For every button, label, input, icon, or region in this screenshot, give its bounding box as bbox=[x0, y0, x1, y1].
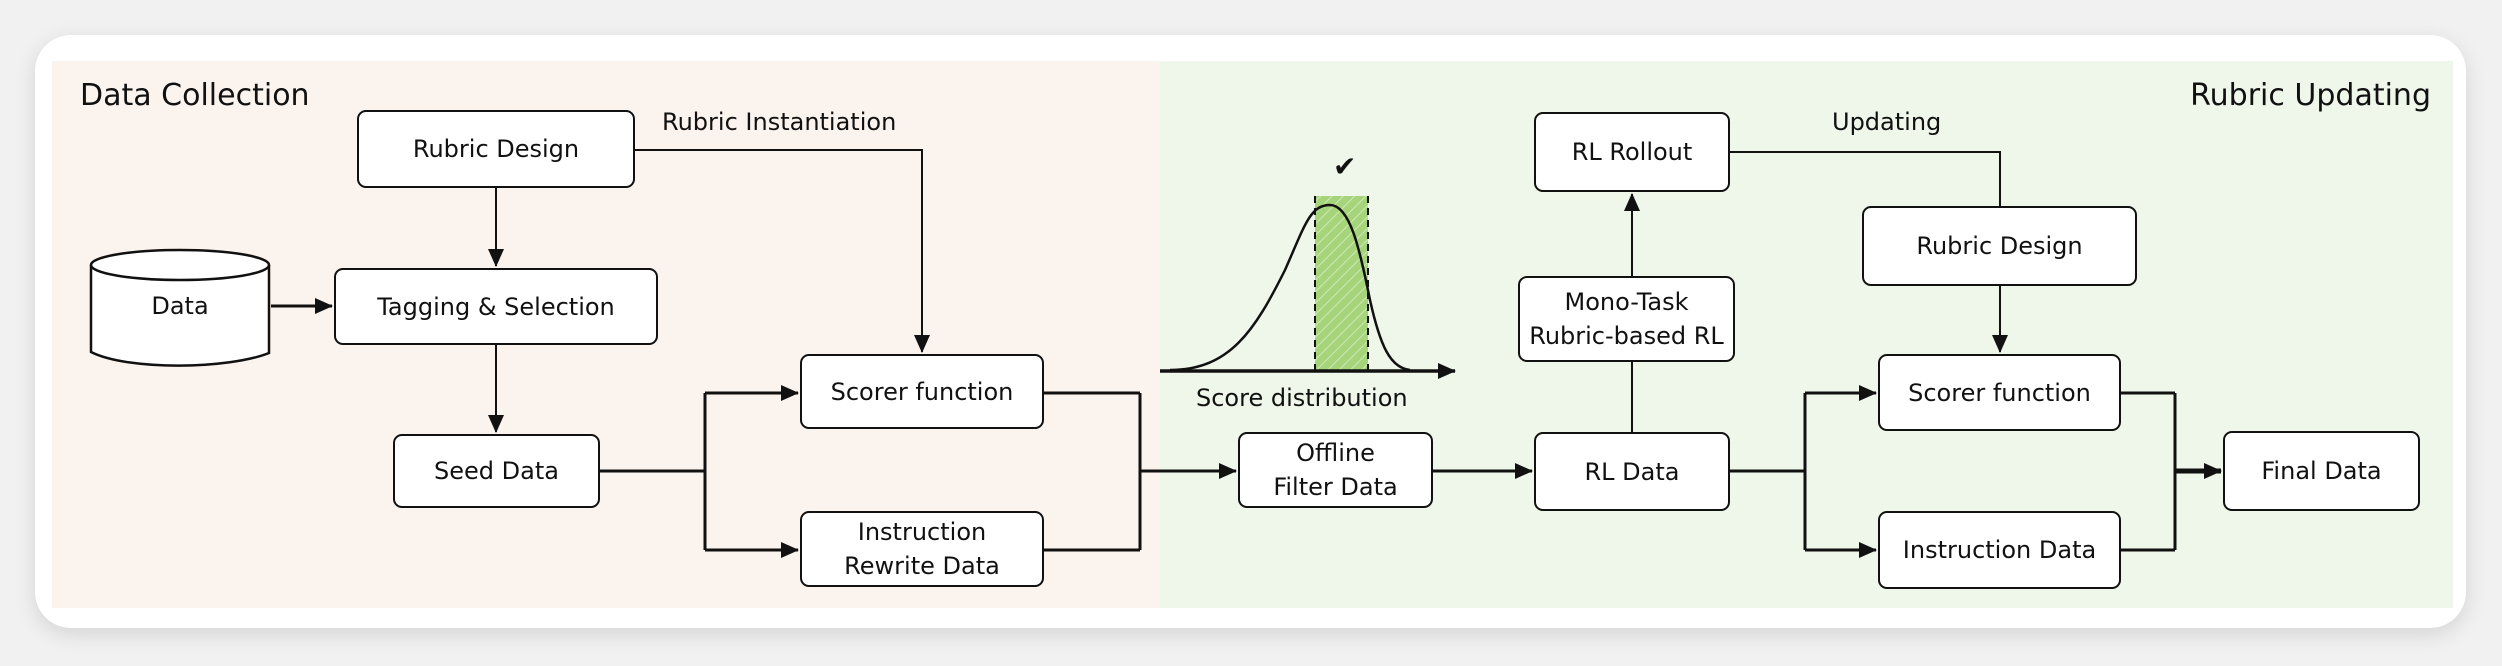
tagging-selection-box: Tagging & Selection bbox=[334, 268, 658, 345]
mono-task-rl-box: Mono-Task Rubric-based RL bbox=[1518, 276, 1735, 362]
edge-merge-2 bbox=[2121, 391, 2177, 552]
edge-seed-branch bbox=[600, 393, 707, 550]
distribution-curve bbox=[1169, 203, 1411, 372]
database-icon bbox=[89, 248, 271, 367]
scorer-function-update-box: Scorer function bbox=[1878, 354, 2121, 431]
instruction-data-box: Instruction Data bbox=[1878, 511, 2121, 589]
score-distribution-label: Score distribution bbox=[1196, 384, 1408, 412]
offline-filter-data-box: Offline Filter Data bbox=[1238, 432, 1433, 508]
score-distribution-chart bbox=[1160, 196, 1456, 379]
section-title-rubric-updating: Rubric Updating bbox=[2190, 78, 2431, 113]
rubric-design-update-box: Rubric Design bbox=[1862, 206, 2137, 286]
seed-data-box: Seed Data bbox=[393, 434, 600, 508]
instruction-rewrite-data-box: Instruction Rewrite Data bbox=[800, 511, 1044, 587]
data-cylinder: Data bbox=[89, 247, 271, 367]
score-highlight-band bbox=[1315, 196, 1368, 370]
rl-rollout-box: RL Rollout bbox=[1534, 112, 1730, 192]
edge-rl-branch bbox=[1730, 393, 1807, 550]
edge-updating bbox=[1730, 151, 2001, 206]
edge-rubric-instantiation bbox=[635, 149, 930, 353]
rl-data-box: RL Data bbox=[1534, 432, 1730, 511]
rubric-design-box: Rubric Design bbox=[357, 110, 635, 188]
edge-merge-1 bbox=[1044, 391, 1142, 552]
scorer-function-box: Scorer function bbox=[800, 354, 1044, 429]
section-title-data-collection: Data Collection bbox=[80, 78, 310, 113]
edge-label-updating: Updating bbox=[1832, 108, 1942, 136]
data-label: Data bbox=[151, 292, 209, 320]
final-data-box: Final Data bbox=[2223, 431, 2420, 511]
check-icon: ✔ bbox=[1333, 150, 1357, 183]
edge-label-rubric-instantiation: Rubric Instantiation bbox=[662, 108, 897, 136]
